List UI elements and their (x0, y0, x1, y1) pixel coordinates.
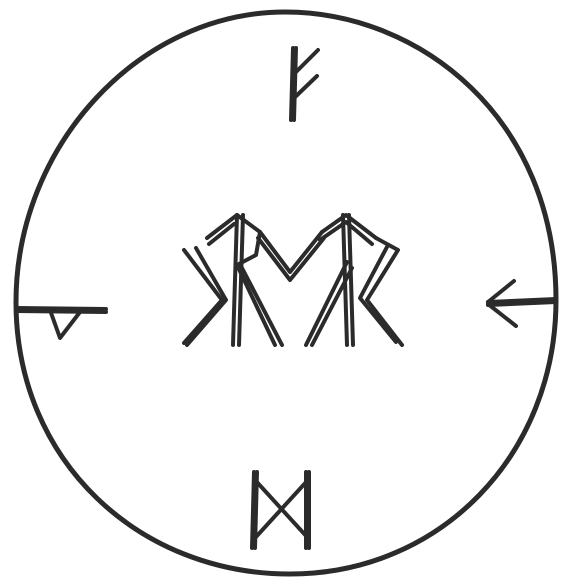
north-rune-fehu (291, 48, 318, 120)
outer-circle (16, 12, 556, 574)
west-rune-thurisaz (16, 308, 106, 338)
east-rune-tiwaz (488, 281, 556, 326)
center-bind-rune (184, 215, 402, 345)
south-rune-mannaz (252, 472, 309, 548)
